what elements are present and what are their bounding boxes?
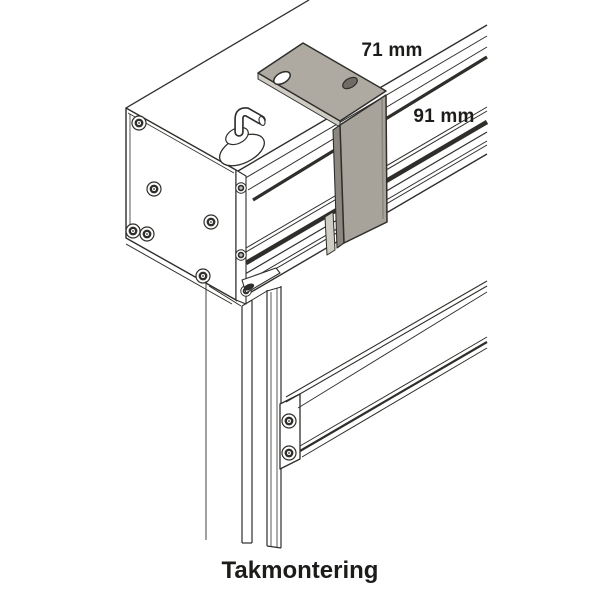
screw-icon: [203, 214, 219, 230]
crank-eyelet: [219, 107, 266, 167]
end-cap: [125, 107, 237, 301]
screw-icon: [146, 181, 162, 197]
screw-icon: [125, 223, 141, 239]
screw-icon: [235, 249, 247, 261]
figure-caption: Takmontering: [222, 557, 379, 584]
screw-icon: [281, 445, 297, 461]
screw-icon: [235, 182, 247, 194]
awning-cassette: [125, 0, 310, 305]
bracket-hole: [342, 76, 358, 90]
screw-icon: [139, 226, 155, 242]
mounting-plate: [279, 393, 301, 470]
dimension-label-91mm: 91 mm: [413, 106, 474, 127]
bracket-leg: [339, 94, 388, 244]
dimension-label-71mm: 71 mm: [361, 40, 422, 61]
side-guide-rail: [205, 281, 282, 549]
bracket-hole: [273, 70, 291, 86]
ceiling-bracket: [257, 42, 388, 256]
bottom-bar-rails: [285, 280, 488, 458]
screw-icon: [195, 268, 211, 284]
screw-icon: [281, 413, 297, 429]
screw-icon: [131, 115, 147, 131]
bracket-top-flange: [257, 42, 387, 122]
fabric-lock-piece: [241, 267, 281, 294]
